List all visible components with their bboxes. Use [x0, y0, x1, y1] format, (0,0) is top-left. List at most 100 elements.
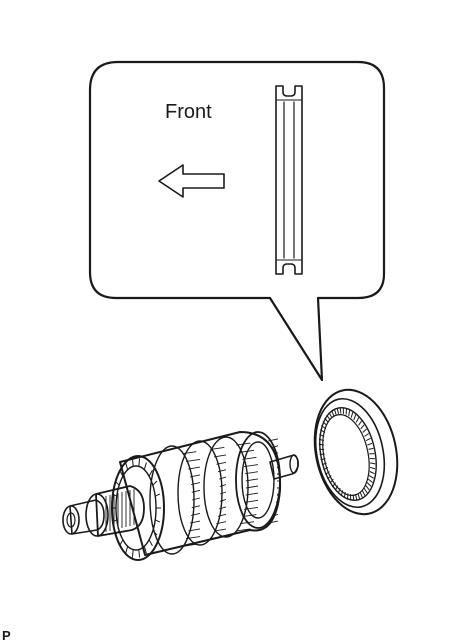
hatch-line	[271, 513, 279, 517]
hatch-line	[340, 490, 344, 497]
hatch-line	[191, 489, 201, 493]
hatch-line	[355, 493, 358, 501]
hatch-line	[276, 466, 279, 469]
hatch-line	[236, 528, 251, 532]
hatch-line	[244, 506, 259, 510]
hatch-line	[190, 520, 201, 524]
hatch-line	[182, 543, 197, 547]
hatch-line	[219, 484, 227, 488]
hatch-line	[217, 513, 227, 517]
hatch-line	[365, 437, 371, 442]
hatch-line	[185, 458, 201, 462]
hatch-line	[320, 429, 326, 434]
hatch-line	[219, 491, 227, 495]
hatch-line	[369, 471, 375, 475]
hatch-line	[367, 442, 373, 446]
hatch-line	[363, 487, 368, 494]
hatch-line	[143, 462, 147, 470]
hatch-line	[362, 428, 367, 433]
hatch-line	[244, 464, 259, 468]
hatch-line	[357, 493, 361, 500]
hatch-line	[239, 449, 255, 453]
hatch-line	[322, 421, 328, 426]
hatch-line	[328, 412, 333, 418]
hatch-line	[190, 474, 201, 478]
hatch-line	[188, 466, 201, 470]
hatch-line	[329, 478, 334, 484]
hatch-line	[359, 491, 363, 498]
hatch-line	[188, 528, 201, 532]
hatch-line	[216, 521, 227, 525]
hatch-line	[242, 514, 257, 518]
hatch-line	[323, 466, 329, 471]
hatch-line	[216, 461, 227, 465]
hatch-line	[337, 488, 341, 494]
hatch-line	[152, 530, 158, 536]
hatch-line	[191, 505, 201, 509]
hatch-line	[368, 474, 374, 479]
hatch-line	[191, 512, 201, 516]
hatch-line	[350, 411, 354, 418]
front-label: Front	[165, 101, 212, 123]
hatch-line	[319, 433, 325, 437]
hatch-line	[327, 475, 332, 480]
hatch-line	[138, 549, 141, 558]
hatch-line	[274, 507, 279, 510]
hatch-line	[366, 482, 372, 487]
corner-mark: P	[2, 628, 11, 643]
hatch-line	[185, 536, 201, 540]
hatch-line	[271, 445, 279, 449]
hatch-line	[339, 407, 342, 414]
hatch-line	[318, 438, 325, 442]
hatch-line	[245, 485, 259, 489]
hatch-line	[369, 466, 376, 470]
hatch-line	[219, 506, 227, 510]
gear-shaft-assembly-icon	[62, 431, 299, 561]
hatch-line	[268, 438, 279, 442]
hatch-line	[213, 528, 227, 532]
hatch-line	[364, 433, 369, 437]
hatch-line	[236, 442, 251, 446]
hatch-line	[321, 462, 327, 466]
hatch-line	[242, 456, 257, 460]
hatch-line	[131, 549, 134, 558]
hatch-line	[336, 407, 339, 415]
hatch-line	[334, 485, 339, 491]
hatch-line	[143, 546, 147, 554]
hatch-line	[365, 485, 370, 491]
hatch-line	[217, 469, 227, 473]
hatch-line	[245, 499, 259, 503]
hatch-line	[367, 478, 373, 483]
hatch-line	[326, 414, 331, 421]
hatch-line	[119, 539, 124, 547]
hatch-line	[331, 482, 336, 488]
ring-gear-icon	[313, 388, 399, 516]
hatch-line	[138, 458, 141, 467]
callout-bubble	[88, 60, 386, 382]
hatch-line	[245, 492, 259, 496]
hatch-line	[275, 500, 279, 503]
hatch-line	[119, 469, 124, 477]
hatch-line	[114, 480, 120, 486]
hatch-line	[320, 458, 326, 461]
ring-section-icon	[275, 85, 303, 275]
hatch-line	[125, 546, 129, 554]
hatch-line	[245, 478, 259, 482]
hatch-line	[352, 494, 355, 501]
hatch-line	[213, 454, 227, 458]
hatch-line	[333, 408, 337, 415]
hatch-line	[331, 410, 335, 417]
hatch-line	[348, 410, 351, 416]
hatch-line	[343, 492, 346, 498]
hatch-line	[182, 451, 197, 455]
hatch-line	[274, 452, 279, 455]
hatch-line	[239, 521, 255, 525]
hatch-line	[368, 447, 374, 450]
hatch-line	[355, 417, 360, 423]
hatch-line	[219, 498, 227, 502]
hatch-line	[360, 424, 365, 430]
hatch-line	[210, 536, 225, 540]
hatch-line	[353, 414, 357, 420]
hatch-line	[210, 446, 225, 450]
arrow-left-icon	[158, 164, 225, 198]
